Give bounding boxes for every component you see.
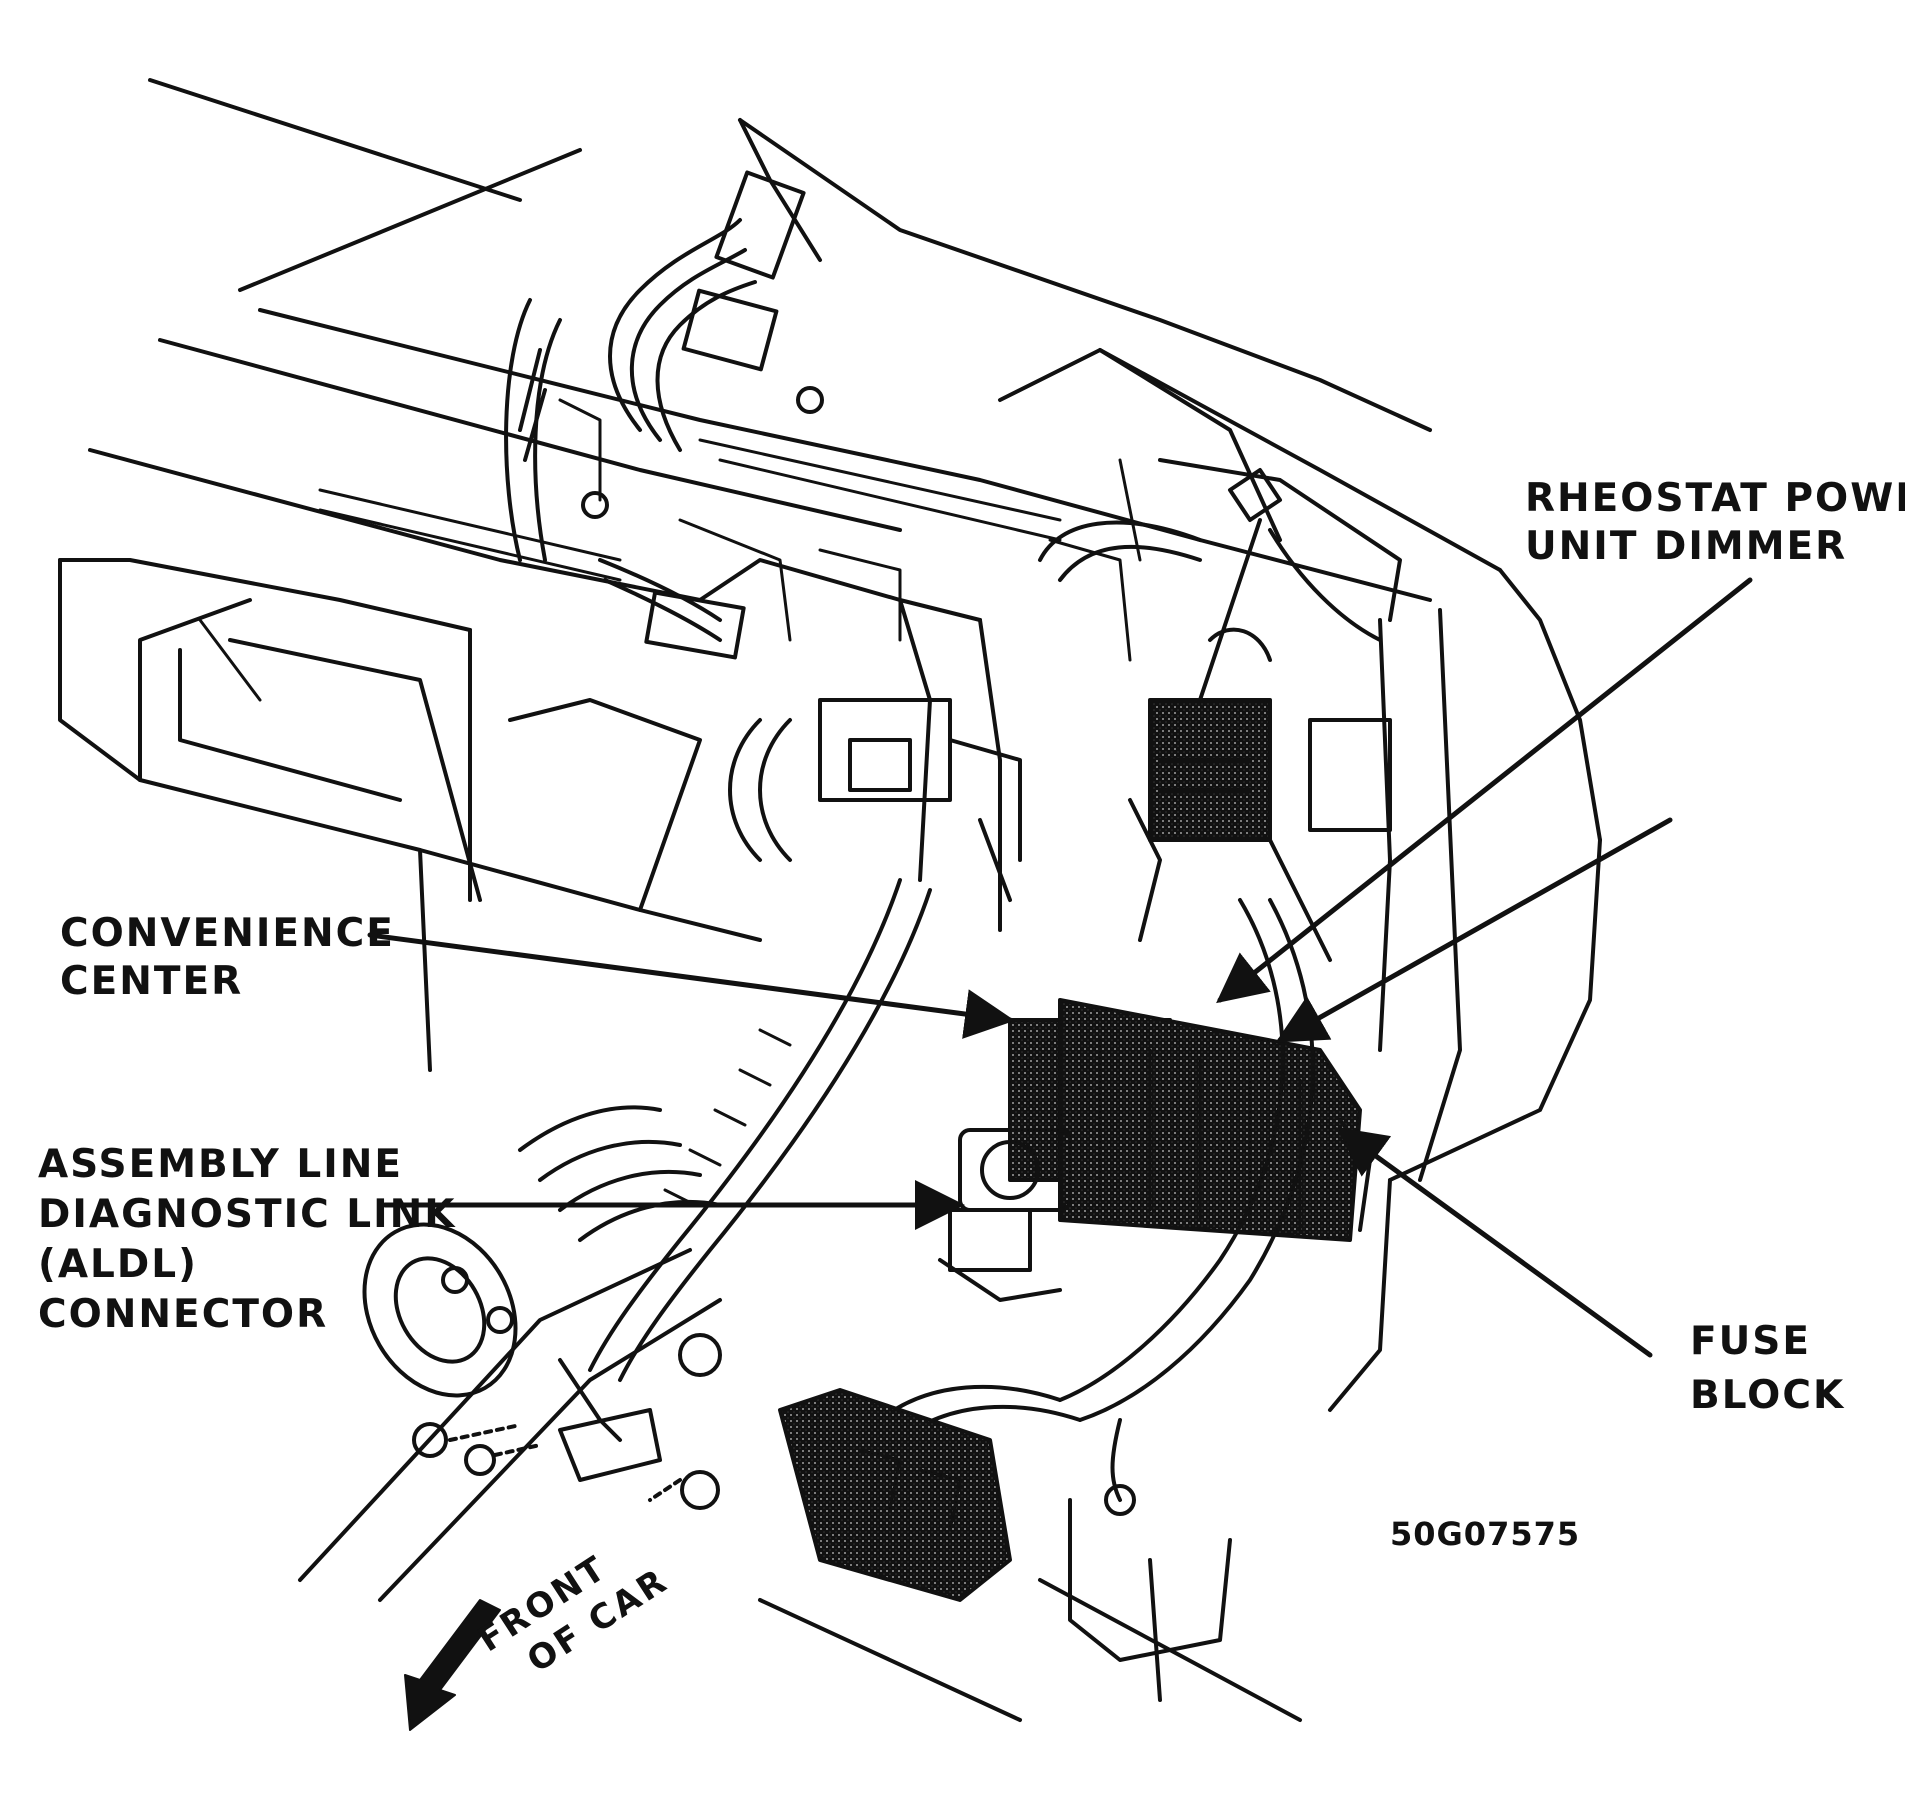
aldl-connector [938,1128,1072,1302]
label-fuse-line: BLOCK [1690,1373,1846,1418]
label-rheostat-line: UNIT DIMMER [1525,524,1848,569]
leader-rheostat-2 [1275,817,1673,1043]
label-convenience-line: CENTER [60,959,244,1004]
fuse-block [1058,998,1372,1242]
leader-lines [367,577,1753,1358]
label-aldl-line: ASSEMBLY LINE [38,1142,404,1187]
leader-convenience [367,932,1015,1039]
leader-rheostat [1216,577,1753,1004]
label-aldl-line: DIAGNOSTIC LINK [38,1192,457,1237]
upper-harness [504,170,1382,702]
label-aldl-connector: ASSEMBLY LINE DIAGNOSTIC LINK (ALDL) CON… [38,1140,457,1340]
label-rheostat-line: RHEOSTAT POWER [1525,476,1905,521]
label-fuse-block: FUSE BLOCK [1690,1315,1845,1423]
instrument-panel-outline [58,78,1602,1412]
leader-fuse [1335,1127,1653,1358]
cluster-detail-lines [198,398,1142,702]
figure-code: 50G07575 [1390,1515,1581,1553]
label-convenience-line: CONVENIENCE [60,911,395,956]
steering-column [298,1105,722,1602]
rheostat-module [1128,627,1392,962]
label-aldl-line: (ALDL) [38,1242,198,1287]
label-convenience-center: CONVENIENCE CENTER [60,910,395,1006]
label-aldl-line: CONNECTOR [38,1292,329,1337]
front-of-car-arrow-icon [404,1599,501,1731]
lower-bracket-hardware [412,1333,1302,1722]
label-rheostat: RHEOSTAT POWER UNIT DIMMER [1525,475,1905,571]
label-fuse-line: FUSE [1690,1319,1812,1364]
